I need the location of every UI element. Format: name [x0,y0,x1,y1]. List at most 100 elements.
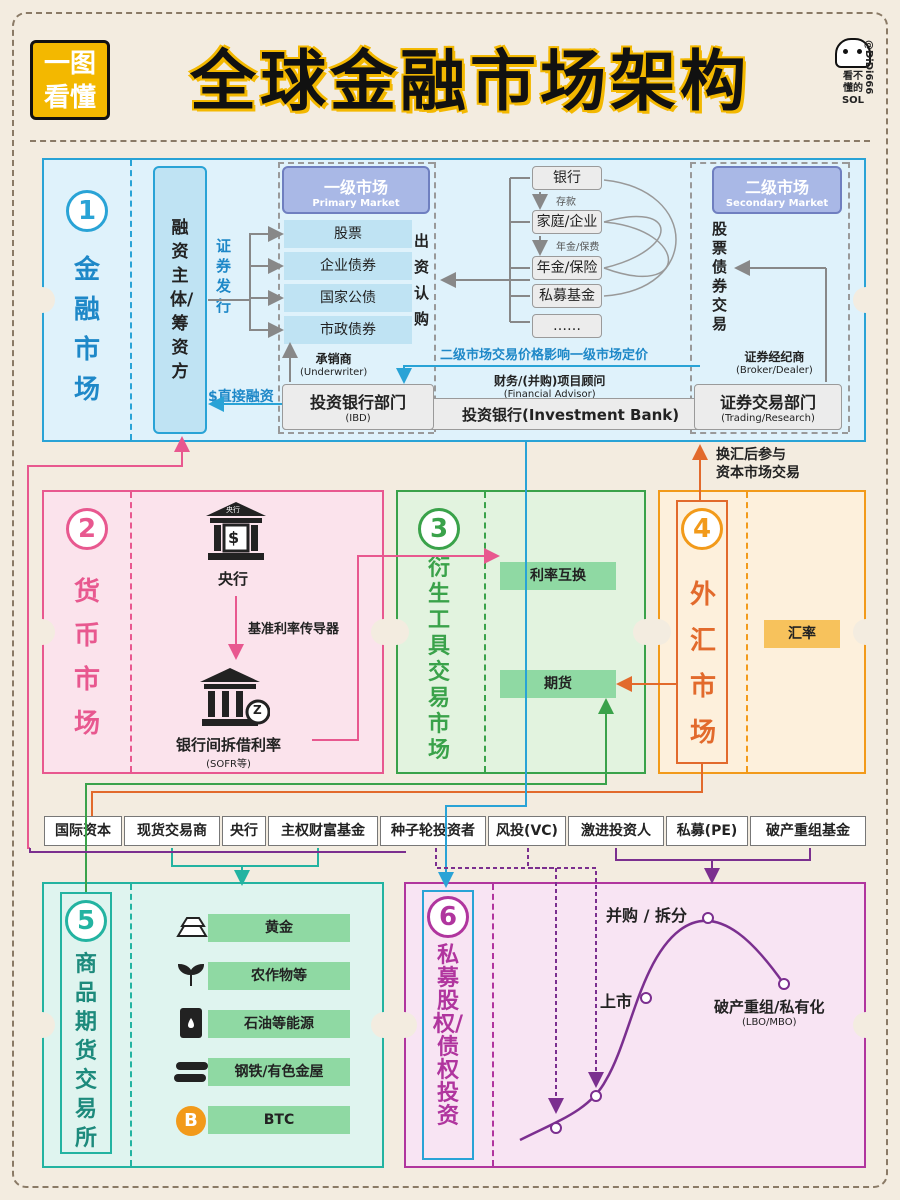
fx-rate-box: 汇率 [764,620,840,648]
ibd-cn: 投资银行部门 [309,393,406,412]
divider [746,492,748,772]
section-6-number: 6 [427,896,469,938]
broker-en: (Broker/Dealer) [736,365,813,376]
commodity-crops: 农作物等 [208,962,350,990]
broker-cn: 证券经纪商 [744,350,805,364]
notch [391,1012,417,1038]
broker-label: 证券经纪商 (Broker/Dealer) [736,348,813,376]
trading-en: (Trading/Research) [721,413,815,424]
secondary-market-header: 二级市场 Secondary Market [712,166,842,214]
section-2-title: 货币市场 [73,577,100,739]
commodity-energy: 石油等能源 [208,1010,350,1038]
financial-advisor-cn: 财务/(并购)项目顾问 [494,374,606,388]
investor-pe: 私募基金 [532,284,602,308]
central-bank-sign: 央行 [226,506,240,514]
benchmark-label: 基准利率传导器 [248,622,340,637]
interbank-icon [200,668,270,726]
sprout-icon [177,963,205,986]
restructure-cn: 破产重组/私有化 [714,998,825,1016]
securities-issue-label: 证券发行 [216,237,232,315]
ibd-box: 投资银行部门 (IBD) [282,384,434,430]
restructure-label: 破产重组/私有化 (LBO/MBO) [714,996,824,1028]
financial-advisor-label: 财务/(并购)项目顾问 (Financial Advisor) [494,372,605,400]
gold-bars-icon [176,917,208,937]
notch [645,619,671,645]
page-frame [12,12,888,1188]
commodity-btc: BTC [208,1106,350,1134]
underwriter-label: 承销商 (Underwriter) [300,350,367,378]
central-bank-label: 央行 [218,570,249,588]
notch [853,1012,879,1038]
logo-line2: 懂的 [843,83,863,94]
futures-box: 期货 [500,670,616,698]
participant-distressed: 破产重组基金 [750,816,866,846]
secondary-zone-right [848,162,850,432]
author-logo: 看不 懂的 SOL [828,38,878,128]
deposit-label: 存款 [556,197,576,208]
participant-seed: 种子轮投资者 [380,816,486,846]
ipo-label: 上市 [600,992,633,1011]
divider [484,492,486,772]
price-influence-label: 二级市场交易价格影响一级市场定价 [440,348,649,363]
commodity-title-box [60,892,112,1154]
section-5-title: 商品期货交易所 [74,952,97,1151]
primary-item-corp-bond: 企业债券 [284,252,412,280]
primary-market-title: 一级市场 [323,178,388,197]
participant-vc: 风投(VC) [488,816,566,846]
section-private-equity [404,882,866,1168]
primary-market-subtitle: Primary Market [312,198,400,209]
section-1-title: 金融市场 [73,255,100,405]
financial-advisor-en: (Financial Advisor) [503,389,596,400]
restructure-sub: (LBO/MBO) [742,1017,797,1028]
secondary-market-subtitle: Secondary Market [725,198,829,209]
issuer-box: 融资主体/筹资方 [153,166,207,434]
secondary-market-title: 二级市场 [744,178,809,197]
notch [853,619,879,645]
section-5-number: 5 [65,900,107,942]
divider [492,884,494,1166]
fx-note-line2: 资本市场交易 [716,465,800,481]
notch [853,287,879,313]
fx-note: 换汇后参与 资本市场交易 [716,446,800,482]
section-2-number: 2 [66,508,108,550]
secondary-zone-top [690,162,848,164]
primary-zone-bottom [278,432,434,434]
buy-in-label: 出资认购 [414,232,430,328]
fx-note-line1: 换汇后参与 [716,447,786,463]
secondary-zone-left [690,162,692,432]
ibd-en: (IBD) [345,413,371,424]
issuer-label: 融资主体/筹资方 [170,218,194,382]
logo-line1: 看不 [843,71,863,82]
notch [29,1012,55,1038]
section-6-title: 私募股权/债权投资 [432,943,464,1129]
section-1-number: 1 [66,190,108,232]
section-4-title: 外汇市场 [689,580,716,748]
primary-item-muni-bond: 市政债券 [284,316,412,344]
steel-pipes-icon [174,1062,208,1082]
header-badge: 一图 看懂 [30,40,110,120]
participant-pe: 私募(PE) [666,816,748,846]
pension-label: 年金/保费 [556,242,600,253]
underwriter-cn: 承销商 [315,352,352,366]
notch [29,619,55,645]
section-3-number: 3 [418,508,460,550]
page-title: 全球金融市场架构 [190,43,750,120]
divider [130,492,132,772]
interbank-label: 银行间拆借利率 (SOFR等) [176,734,281,770]
participant-central-bank: 央行 [222,816,266,846]
primary-zone-top [278,162,434,164]
participant-intl-capital: 国际资本 [44,816,122,846]
direct-financing-label: $直接融资 [208,389,274,405]
badge-line1: 一图 [43,49,96,79]
ma-split-label: 并购 / 拆分 [606,906,687,925]
participant-activist: 激进投资人 [568,816,664,846]
badge-line2: 看懂 [43,83,96,113]
interbank-sub: (SOFR等) [206,759,251,770]
author-handle: @DiDi666 [863,40,874,95]
primary-market-header: 一级市场 Primary Market [282,166,430,214]
investment-bank-label: 投资银行(Investment Bank) [462,406,680,424]
trading-cn: 证券交易部门 [719,393,816,412]
divider [130,884,132,1166]
primary-zone-right [434,162,436,432]
stock-bond-trading-label: 股票债券交易 [712,220,728,333]
